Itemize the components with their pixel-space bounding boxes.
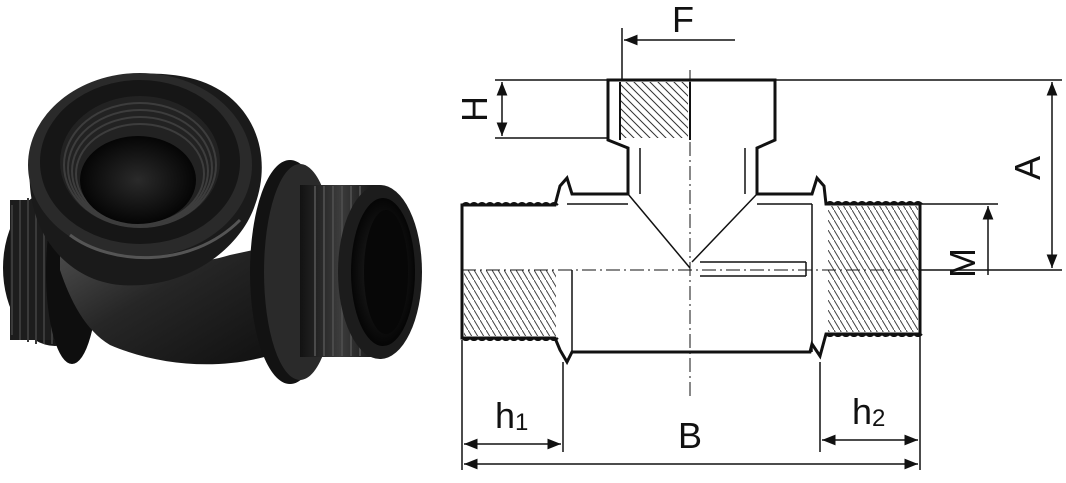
- tee-technical-drawing: [460, 28, 1062, 470]
- left-thread-hatch: [464, 270, 556, 336]
- label-M: M: [942, 248, 983, 278]
- label-h2-sub: 2: [872, 405, 885, 432]
- label-h2: h 2: [852, 391, 885, 432]
- right-thread-hatch: [828, 206, 918, 332]
- label-A: A: [1007, 156, 1048, 180]
- label-h1: h 1: [495, 395, 528, 436]
- label-h1-sub: 1: [515, 409, 528, 436]
- right-threaded-end: [250, 160, 422, 384]
- top-socket: [28, 73, 262, 286]
- label-F: F: [672, 0, 694, 40]
- label-h1-main: h: [495, 395, 515, 436]
- drawing-outline: [460, 78, 922, 366]
- label-H: H: [454, 96, 495, 122]
- top-thread-hatch: [620, 82, 688, 138]
- tee-fitting-photo: [3, 73, 422, 384]
- label-B: B: [678, 415, 702, 456]
- label-h2-main: h: [852, 391, 872, 432]
